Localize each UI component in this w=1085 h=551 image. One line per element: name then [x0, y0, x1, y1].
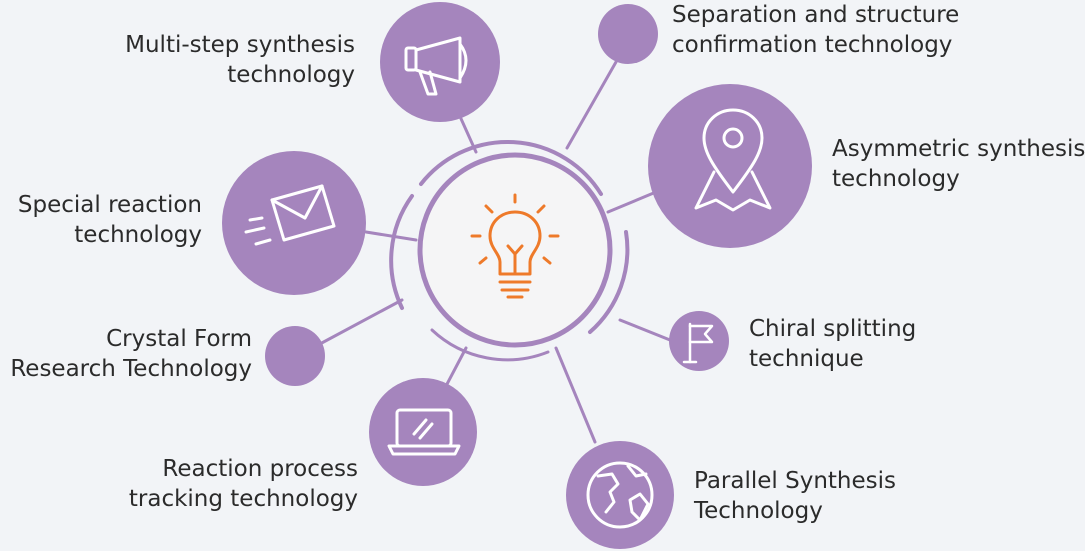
label-multistep: Multi-step synthesis technology — [125, 30, 355, 90]
connector-reaction — [444, 346, 468, 388]
label-separation-line-2: confirmation technology — [672, 32, 953, 58]
label-chiral-line-1: Chiral splitting — [749, 316, 917, 342]
flag-icon — [682, 322, 714, 364]
label-parallel-line-2: Technology — [694, 498, 823, 524]
label-chiral: Chiral splitting technique — [749, 314, 916, 374]
megaphone-icon — [404, 36, 468, 96]
hub-ring-arc-bottom — [430, 328, 550, 362]
hub-ring-arc-right — [588, 230, 630, 334]
node-separation — [598, 4, 658, 64]
hub-disc — [417, 152, 613, 348]
label-separation: Separation and structure confirmation te… — [672, 0, 959, 60]
connector-separation — [565, 60, 618, 150]
label-parallel: Parallel Synthesis Technology — [694, 466, 896, 526]
node-parallel — [566, 441, 674, 549]
hub-ring-arc-top — [419, 139, 603, 196]
globe-icon — [586, 461, 654, 529]
node-asymmetric — [648, 84, 812, 248]
connector-special — [364, 230, 418, 242]
label-reaction-line-2: tracking technology — [128, 486, 358, 512]
connector-asymmetric — [606, 190, 658, 214]
laptop-icon — [387, 408, 461, 456]
label-asymmetric-line-2: technology — [832, 166, 960, 192]
label-multistep-line-2: technology — [227, 62, 355, 88]
hub-ring-arc-left — [389, 194, 414, 310]
central-hub — [389, 139, 630, 362]
envelope-icon — [244, 184, 336, 246]
node-multistep — [380, 2, 500, 122]
label-separation-line-1: Separation and structure — [672, 2, 960, 28]
connector-chiral — [618, 318, 672, 342]
label-asymmetric-line-1: Asymmetric synthesis — [832, 136, 1085, 162]
connector-crystal — [316, 298, 404, 347]
node-crystal — [265, 326, 325, 386]
label-crystal-line-1: Crystal Form — [106, 326, 252, 352]
node-reaction — [369, 378, 477, 486]
label-multistep-line-1: Multi-step synthesis — [125, 32, 355, 58]
lightbulb-icon — [470, 193, 560, 299]
label-crystal-line-2: Research Technology — [10, 356, 252, 382]
label-chiral-line-2: technique — [749, 346, 864, 372]
connector-multistep — [456, 110, 478, 154]
connector-parallel — [554, 346, 597, 444]
label-special: Special reaction technology — [18, 190, 202, 250]
node-special — [222, 151, 366, 295]
label-special-line-2: technology — [74, 222, 202, 248]
map-pin-icon — [694, 108, 772, 212]
label-asymmetric: Asymmetric synthesis technology — [832, 134, 1085, 194]
label-reaction: Reaction process tracking technology — [129, 454, 358, 514]
label-special-line-1: Special reaction — [17, 192, 202, 218]
label-reaction-line-1: Reaction process — [162, 456, 358, 482]
label-crystal: Crystal Form Research Technology — [10, 324, 252, 384]
label-parallel-line-1: Parallel Synthesis — [694, 468, 897, 494]
